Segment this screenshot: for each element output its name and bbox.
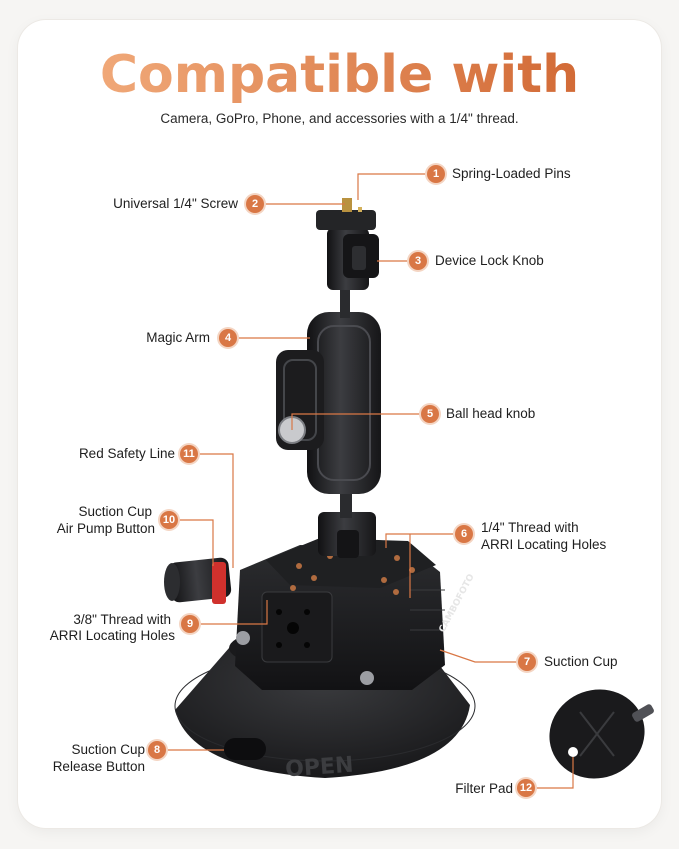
red-safety-line-icon: [212, 562, 226, 604]
callout-label-4: Magic Arm: [146, 330, 210, 345]
top-clamp-icon: [316, 198, 379, 290]
callout-label-8b: Release Button: [52, 759, 145, 774]
callout-badge-3: 3: [409, 252, 427, 270]
callout-label-6b: ARRI Locating Holes: [481, 537, 607, 552]
callout-label-9b: ARRI Locating Holes: [49, 628, 175, 643]
callout-badge-1: 1: [427, 165, 445, 183]
callout-label-8a: Suction Cup: [71, 742, 145, 757]
callout-label-10b: Air Pump Button: [56, 521, 155, 536]
callout-label-7: Suction Cup: [544, 654, 618, 669]
callout-badge-7: 7: [518, 653, 536, 671]
callout-label-6a: 1/4" Thread with: [481, 520, 579, 535]
open-text: OPEN: [284, 753, 354, 783]
screw-icon: [342, 198, 352, 212]
callout-label-9a: 3/8" Thread with: [73, 612, 171, 627]
brand-logo: CAMBOFOTO: [438, 572, 477, 634]
callout-badge-11: 11: [180, 445, 198, 463]
air-pump-icon: [164, 557, 232, 604]
callout-badge-5: 5: [421, 405, 439, 423]
callout-badge-9: 9: [181, 615, 199, 633]
callout-label-11: Red Safety Line: [78, 446, 175, 461]
lower-joint-icon: [318, 488, 376, 558]
callout-badge-10: 10: [160, 511, 178, 529]
filter-pad-icon: [549, 689, 654, 779]
callout-badge-12: 12: [517, 779, 535, 797]
callout-badge-6: 6: [455, 525, 473, 543]
callout-label-1: Spring-Loaded Pins: [452, 166, 571, 181]
page-title: Compatible with: [100, 45, 579, 105]
magic-arm-icon: [276, 288, 381, 494]
callout-badge-2: 2: [246, 195, 264, 213]
callout-label-10a: Suction Cup: [78, 504, 152, 519]
callout-badge-8: 8: [148, 741, 166, 759]
leader-lines: [166, 173, 574, 789]
callout-label-5: Ball head knob: [446, 406, 536, 421]
callout-label-3: Device Lock Knob: [435, 253, 544, 268]
callout-label-2: Universal 1/4" Screw: [113, 196, 238, 211]
callout-label-12: Filter Pad: [455, 781, 513, 796]
callout-badge-4: 4: [219, 329, 237, 347]
page-subtitle: Camera, GoPro, Phone, and accessories wi…: [160, 111, 519, 126]
release-button-icon: [224, 738, 266, 760]
thread-plate-icon: [266, 538, 436, 595]
